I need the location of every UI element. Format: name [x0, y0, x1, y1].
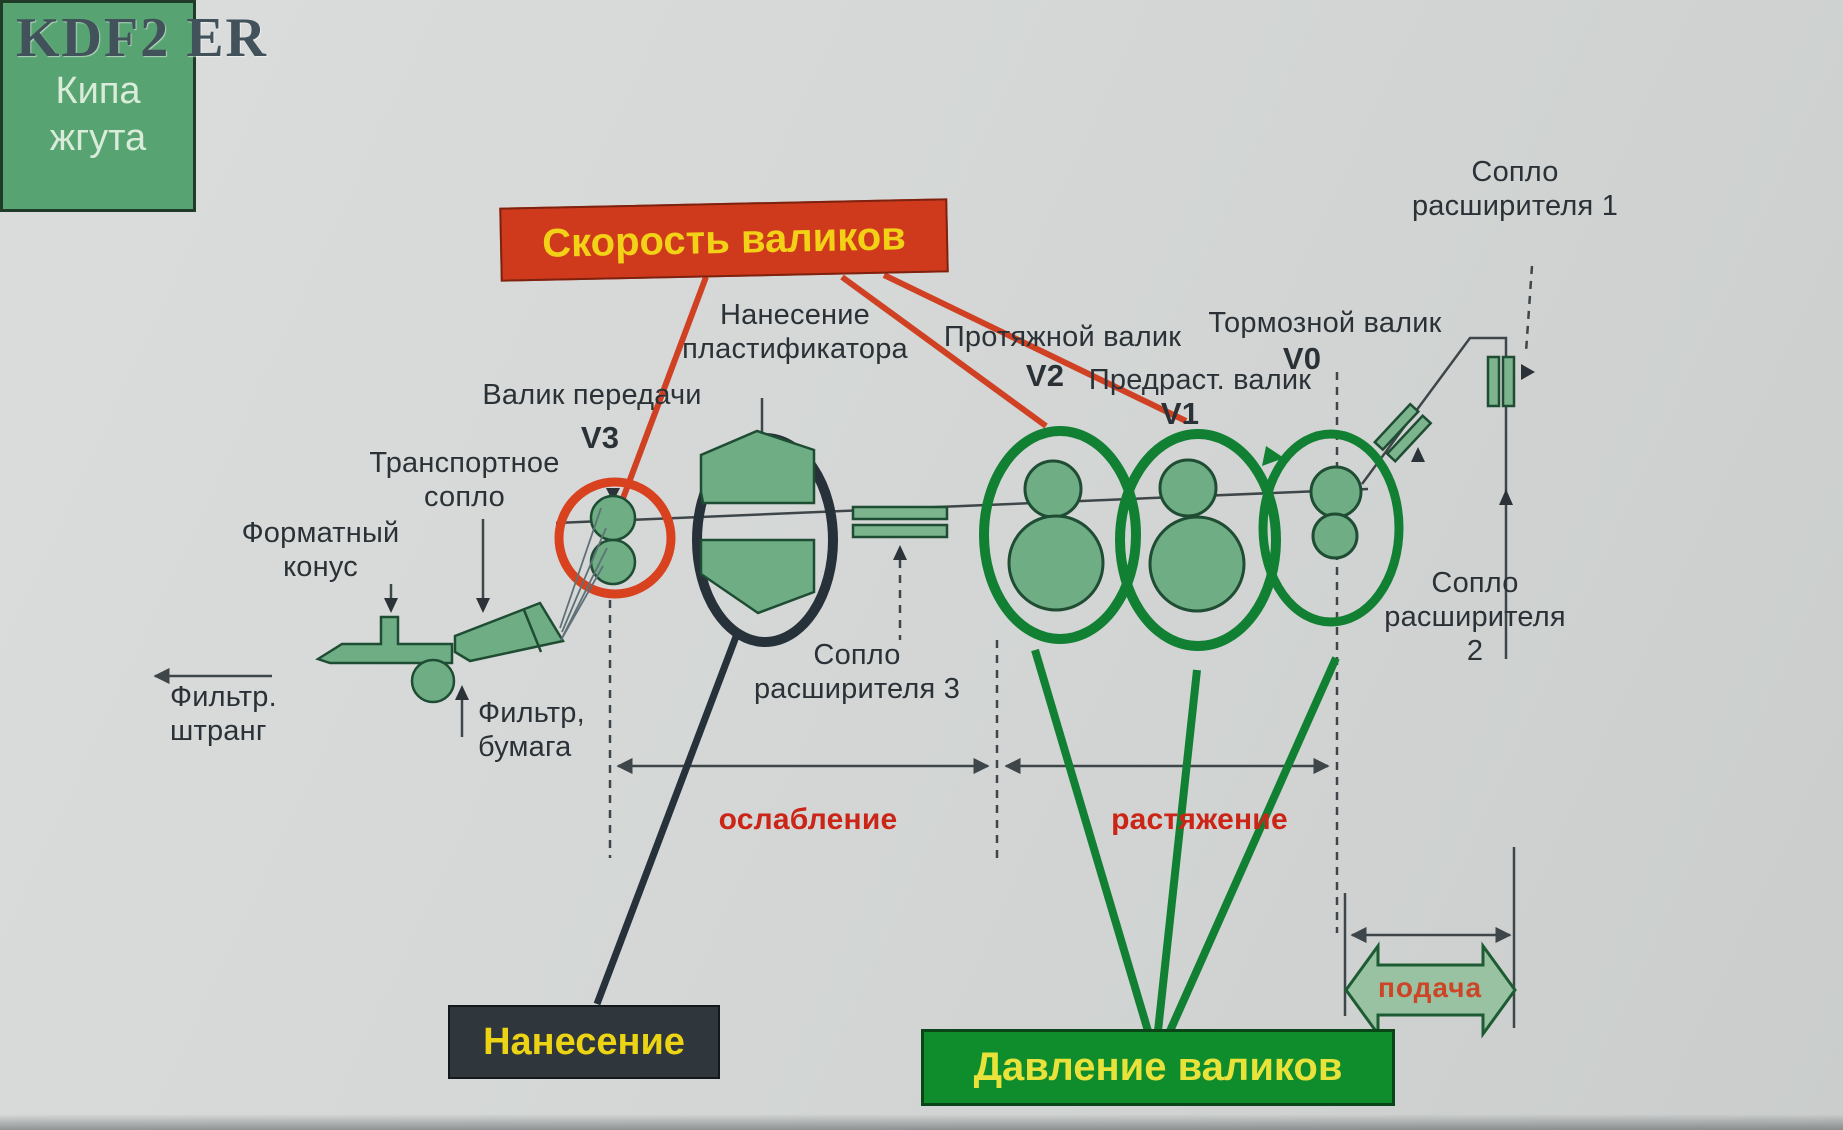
format-plate-shape: [315, 615, 454, 665]
pressure-ellipses: [979, 426, 1404, 651]
transfer-roller-label: Валик передачи: [482, 379, 702, 411]
small-arrowheads: [384, 364, 1535, 700]
applicator-wedge-top: [699, 429, 816, 505]
pressure-line-from-v0: [1166, 656, 1340, 1033]
expander1-bar-left: [1486, 355, 1501, 408]
v0-speed-label: V0: [1282, 341, 1322, 376]
expander2-bar-top: [1372, 402, 1421, 452]
application-label: Нанесение: [483, 1020, 685, 1063]
v2-roller-bottom: [1007, 514, 1105, 612]
web-main-line: [555, 487, 1369, 525]
filter-paper-up-arrow-icon: [455, 685, 469, 700]
pressure-green-lines: [1031, 648, 1340, 1033]
stretching-label: растяжение: [1111, 803, 1288, 836]
application-callout: Нанесение: [448, 1005, 720, 1079]
pulling-roller-label: Протяжной валик: [943, 321, 1182, 353]
loosening-label: ослабление: [718, 803, 898, 836]
v2-speed-label: V2: [1025, 358, 1065, 393]
expander-nozzle-1-label: Сопло расширителя 1: [1411, 156, 1619, 223]
machine-parts: [315, 355, 1516, 704]
filter-paper-label: Фильтр, бумага: [478, 697, 585, 764]
expander2-bar-bottom: [1385, 413, 1433, 464]
expander3-bar-top: [851, 505, 949, 521]
application-leader-line: [593, 632, 741, 1006]
v0-roller-top: [1309, 465, 1363, 519]
roller-speed-label: Скорость валиков: [541, 213, 907, 266]
plasticizer-label: Нанесение пластификатора: [682, 299, 908, 366]
format-cone-label: Форматный конус: [241, 517, 400, 584]
transport-nozzle-down-arrow-icon: [476, 598, 490, 613]
format-cone-divider: [522, 609, 543, 653]
transfer-roller-red-circle: [554, 477, 676, 599]
page-title: KDF2 ER: [16, 7, 268, 69]
paper-roller: [410, 658, 456, 704]
pressure-ellipse-v1: [1115, 429, 1281, 651]
expander1-leader-dashed: [1524, 265, 1534, 353]
top-nozzle-right-arrow-icon: [1521, 364, 1535, 380]
format-cone-shape: [453, 601, 565, 663]
roller-speed-callout: Скорость валиков: [499, 198, 949, 282]
v0-rotation-arrow-icon: [1262, 446, 1284, 466]
feed-label: подача: [1377, 972, 1483, 1003]
brake-roller-label: Тормозной валик: [1208, 307, 1442, 339]
pressure-ellipse-v0: [1258, 429, 1404, 627]
measure-arrows: [616, 757, 1512, 944]
expander1-bar-right: [1501, 355, 1516, 408]
v1-roller-top: [1158, 458, 1218, 518]
diagonal-nozzle-up-arrow-icon: [1411, 447, 1425, 462]
roller-pairs: [1007, 458, 1363, 613]
feed-double-arrow: [1344, 941, 1517, 1039]
v1-roller-bottom: [1148, 515, 1246, 613]
roller-pressure-callout: Давление валиков: [921, 1029, 1395, 1106]
spray-lines: [559, 507, 608, 641]
speed-line-to-v3: [613, 275, 709, 519]
v2-roller-top: [1023, 459, 1083, 519]
v0-roller-bottom: [1311, 512, 1359, 560]
tow-bale-box: Кипа жгута: [0, 0, 196, 212]
expander2-diagonal-nozzle: [1372, 402, 1433, 464]
pressure-line-from-v1: [1154, 669, 1201, 1032]
v3-speed-label: V3: [580, 420, 620, 455]
pressure-line-from-v2: [1031, 648, 1152, 1033]
pressure-ellipse-v2: [979, 426, 1141, 644]
applicator-wedge-bottom: [699, 538, 816, 615]
speed-red-lines: [554, 272, 1188, 599]
format-cone-down-arrow-icon: [384, 598, 398, 613]
nozzle3-up-arrow-icon: [893, 545, 907, 560]
filter-rod-label: Фильтр. штранг: [170, 681, 277, 748]
expander-nozzle-3-label: Сопло расширителя 3: [753, 639, 961, 706]
expander-nozzle-2-label: Сопло расширителя 2: [1384, 567, 1566, 668]
prestretch-roller-label: Предраст. валик: [1088, 364, 1312, 396]
transport-nozzle-label: Транспортное сопло: [369, 447, 560, 514]
expander3-bar-bottom: [851, 523, 949, 539]
v1-speed-label: V1: [1160, 396, 1200, 431]
speed-line-to-v1: [882, 272, 1188, 424]
speed-line-to-v2: [840, 274, 1048, 429]
tow-up-arrow-icon: [1499, 489, 1513, 505]
roller-pressure-label: Давление валиков: [973, 1045, 1343, 1089]
dashed-reference-lines: [608, 265, 1534, 933]
